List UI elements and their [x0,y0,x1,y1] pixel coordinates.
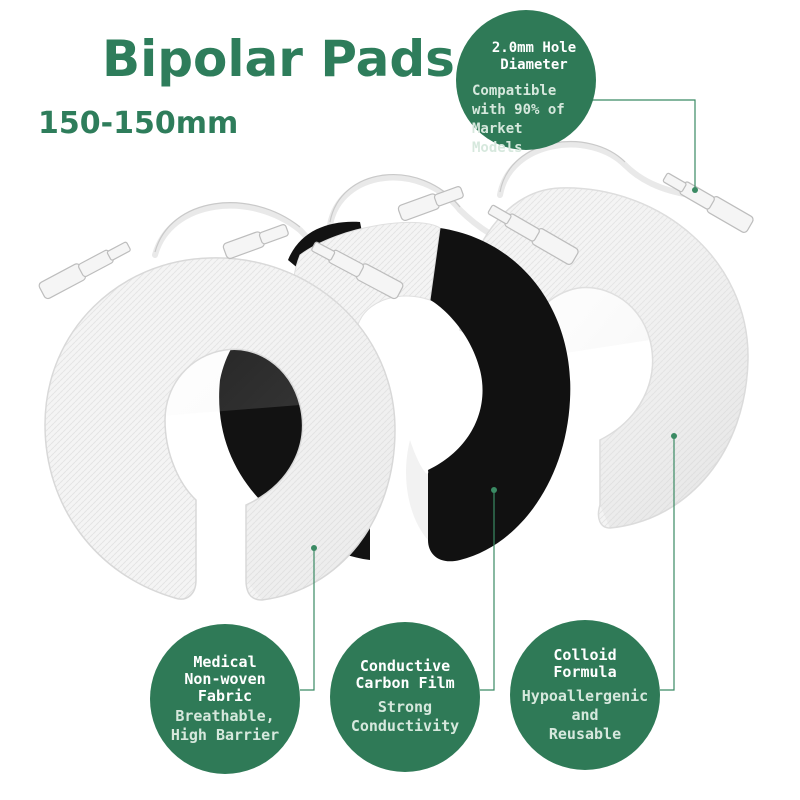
callout-text: Carbon Film [355,674,455,692]
pin-connectors [38,172,754,300]
page-title: Bipolar Pads [102,30,455,88]
callout-text: Breathable, [175,706,275,725]
callout-text: 2.0mm Hole [491,40,577,56]
callout-fabric: Medical Non-woven Fabric Breathable, Hig… [150,624,300,774]
callout-text: with 90% of [472,102,565,118]
callout-text: Colloid [553,645,617,664]
callout-colloid: Colloid Formula Hypoallergenic and Reusa… [510,620,660,770]
callout-text: Fabric [197,686,253,705]
callout-text: Medical [193,652,257,671]
leader-lines [300,99,696,691]
callout-colloid-heading: Colloid Formula [553,645,617,681]
lead-wires [152,141,693,283]
callout-text: Formula [553,662,617,681]
callout-text: Hypoallergenic [521,686,649,705]
callout-hole-detail: Compatible with 90% of Market Models [472,82,565,158]
callout-carbon-heading: Conductive Carbon Film [355,658,454,692]
callout-text: Reusable [548,724,622,743]
pad-front-left [44,257,396,601]
leader-line-fabric [300,548,315,691]
callout-text: and [571,705,599,724]
leader-line-colloid [660,436,675,691]
callout-carbon-detail: Strong Conductivity [351,698,459,736]
callout-text: Market [472,121,523,137]
callout-text: Non-woven [184,669,266,688]
callout-text: Conductivity [350,717,460,735]
leader-line-hole [590,99,696,188]
callout-hole-diameter: 2.0mm Hole Diameter Compatible with 90% … [456,10,596,156]
callout-carbon-film: Conductive Carbon Film Strong Conductivi… [330,622,480,772]
leader-line-carbon [480,490,495,691]
leader-dots [311,187,698,551]
callout-text: Diameter [500,57,568,73]
callout-text: High Barrier [170,725,280,744]
callout-text: Compatible [472,83,557,99]
callout-text: Conductive [359,657,451,675]
callout-text: Models [472,140,523,156]
callout-hole-heading: 2.0mm Hole Diameter [472,40,612,74]
callout-fabric-heading: Medical Non-woven Fabric [184,652,266,705]
size-label: 150-150mm [38,106,239,141]
callout-text: Strong [377,698,433,716]
callout-colloid-detail: Hypoallergenic and Reusable [522,687,648,744]
callout-fabric-detail: Breathable, High Barrier [171,707,279,745]
